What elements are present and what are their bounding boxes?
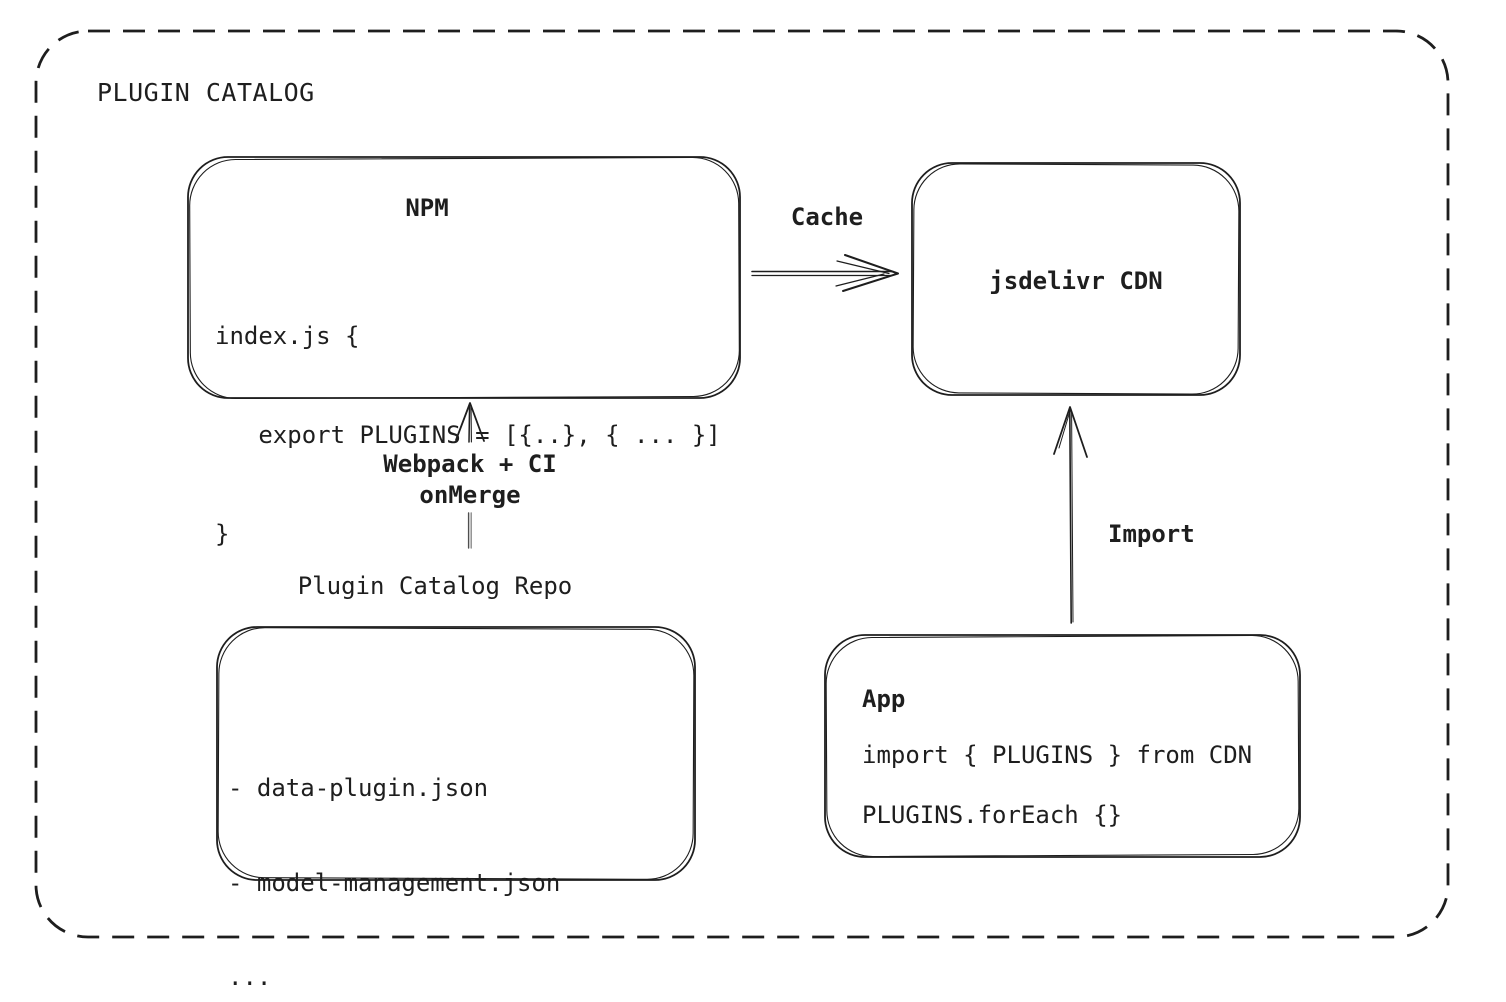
cache-arrow	[751, 254, 899, 292]
npm-code-line: index.js {	[215, 322, 360, 350]
catalog-frame-title: PLUGIN CATALOG	[97, 78, 315, 107]
npm-code-line: export PLUGINS = [{..}, { ... }]	[215, 421, 721, 449]
cdn-node-title: jsdelivr CDN	[989, 267, 1163, 295]
repo-node-heading: Plugin Catalog Repo	[297, 572, 573, 600]
build-arrow-tail	[467, 512, 472, 549]
build-arrow-sublabel: onMerge	[419, 481, 521, 509]
build-arrow-label: Webpack + CI	[383, 450, 557, 478]
repo-file-list: - data-plugin.json - model-management.js…	[228, 710, 560, 1002]
app-node-title: App	[862, 685, 906, 713]
app-code-line: PLUGINS.forEach {}	[862, 801, 1123, 829]
npm-node-title: NPM	[405, 194, 449, 222]
import-arrow-label: Import	[1108, 520, 1195, 548]
repo-node-box	[216, 626, 696, 881]
repo-file-item: - model-management.json	[228, 868, 561, 897]
app-code-line: import { PLUGINS } from CDN	[862, 741, 1253, 769]
repo-file-item: - data-plugin.json	[228, 774, 489, 802]
import-arrow	[1053, 406, 1088, 624]
cache-arrow-label: Cache	[790, 203, 864, 231]
catalog-frame-border	[34, 29, 1450, 939]
npm-code-block: index.js { export PLUGINS = [{..}, { ...…	[215, 254, 721, 617]
build-arrow	[455, 402, 485, 443]
repo-file-item: ...	[228, 963, 272, 991]
npm-code-line: }	[215, 520, 230, 548]
cdn-node-box	[911, 162, 1241, 396]
app-node-box	[824, 634, 1301, 858]
npm-node-box	[187, 156, 741, 400]
